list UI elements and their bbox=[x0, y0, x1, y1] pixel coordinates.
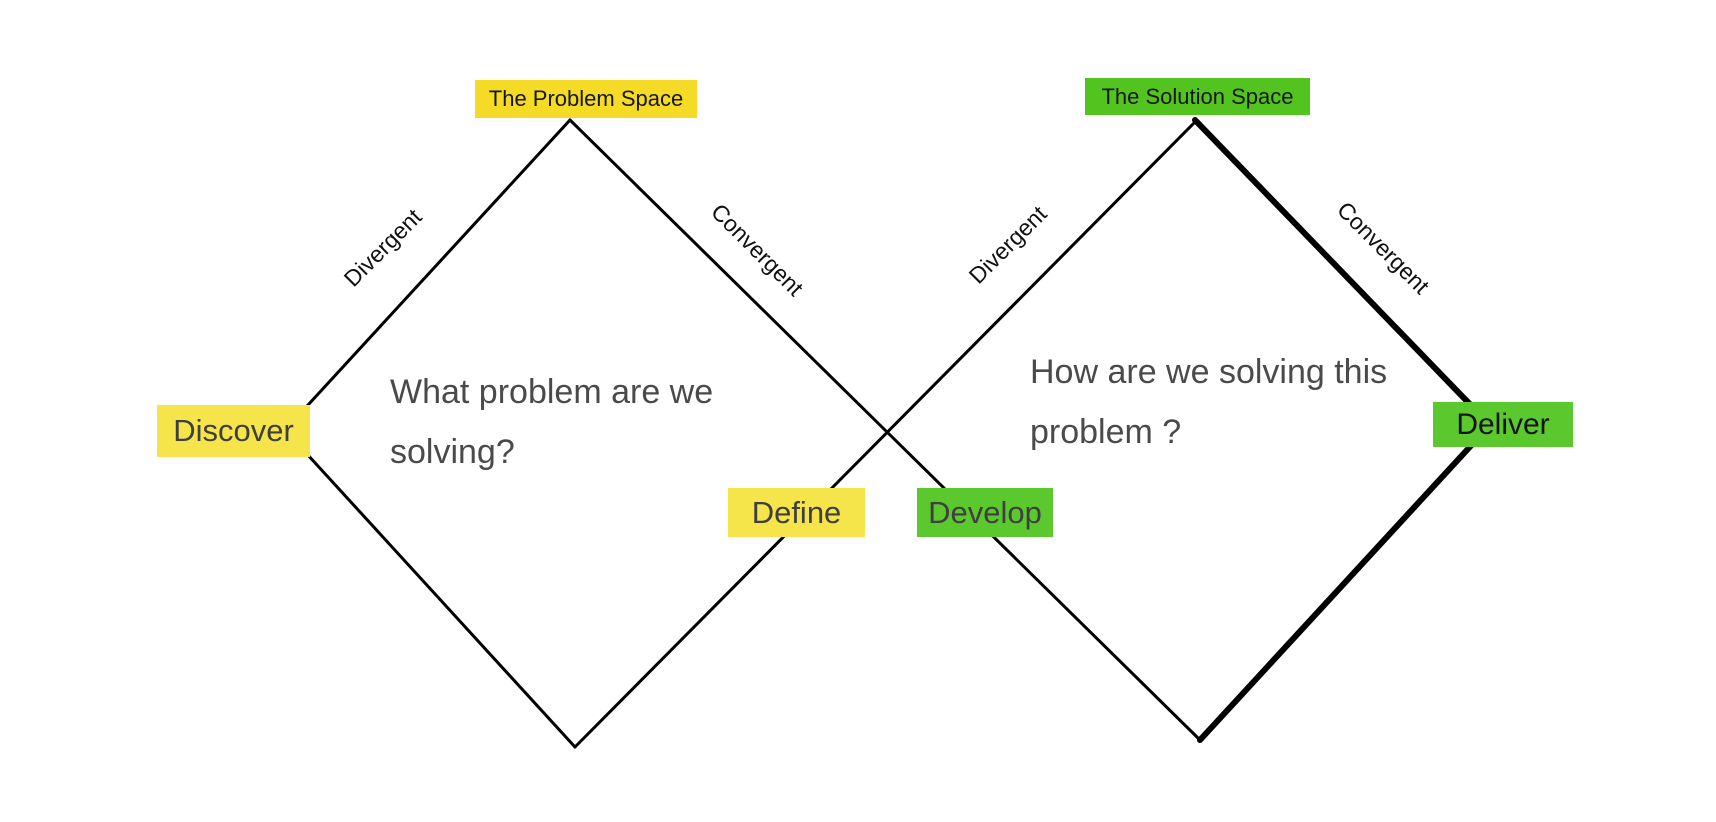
stage-label-deliver: Deliver bbox=[1433, 402, 1573, 447]
problem-convergent-diagonal bbox=[568, 118, 1202, 742]
solution-question-line1: How are we solving this bbox=[1030, 353, 1388, 391]
problem-space-header: The Problem Space bbox=[475, 80, 697, 118]
stage-label-define: Define bbox=[728, 488, 865, 537]
solution-space-question: How are we solving this problem ? bbox=[1030, 342, 1387, 462]
problem-question-line1: What problem are we bbox=[390, 373, 714, 411]
stage-label-develop: Develop bbox=[917, 488, 1053, 537]
solution-divergent-diagonal bbox=[573, 120, 1197, 749]
stage-label-discover: Discover bbox=[157, 405, 310, 457]
problem-question-line2: solving? bbox=[390, 433, 515, 471]
problem-space-question: What problem are we solving? bbox=[390, 362, 713, 482]
solution-space-header: The Solution Space bbox=[1085, 78, 1310, 115]
solution-question-line2: problem ? bbox=[1030, 413, 1182, 451]
